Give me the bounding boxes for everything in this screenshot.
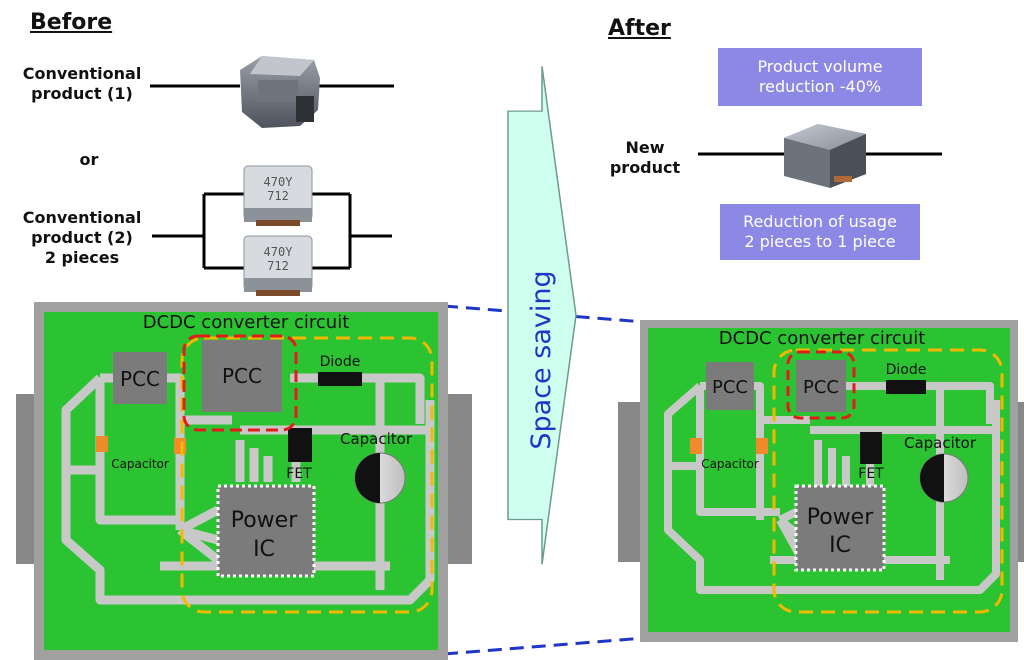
before-fet: FET (286, 428, 312, 482)
before-pcc-small: PCC (113, 352, 167, 404)
after-power-ic-line-2: IC (829, 533, 851, 558)
after-capacitor-small-label: Capacitor (701, 457, 759, 471)
before-capacitor-label: Capacitor (340, 430, 413, 448)
svg-text:712: 712 (267, 259, 289, 273)
after-pcc-small: PCC (706, 362, 754, 410)
conventional-product-1-label: Conventional product (1) (14, 64, 150, 104)
conventional-1-line-2: product (1) (31, 84, 133, 103)
before-power-ic-line-1: Power (231, 508, 298, 533)
after-circuit-title: DCDC converter circuit (719, 328, 926, 349)
usage-reduction-box: Reduction of usage 2 pieces to 1 piece (720, 204, 920, 260)
conventional-product-1 (150, 56, 394, 128)
after-red-highlight (786, 350, 856, 420)
conventional-2-line-3: 2 pieces (44, 248, 120, 267)
before-capacitor-large: Capacitor (340, 430, 413, 504)
conventional-product-2: 470Y 712 470Y 712 (152, 165, 392, 296)
usage-line-1: Reduction of usage (743, 212, 897, 231)
conventional-product-2-label: Conventional product (2) 2 pieces (12, 208, 152, 268)
svg-text:470Y: 470Y (264, 245, 294, 259)
before-pcc-small-label: PCC (120, 367, 160, 391)
after-capacitor-label: Capacitor (904, 434, 977, 452)
after-orange-highlight (772, 348, 1004, 614)
after-capacitor-large: Capacitor (904, 434, 977, 503)
new-product-label: New product (600, 138, 690, 178)
new-product-line-1: New (625, 138, 665, 157)
after-pcc-new-label: PCC (803, 377, 839, 398)
before-circuit-title: DCDC converter circuit (143, 312, 350, 333)
before-capacitor-small: Capacitor (96, 436, 186, 471)
before-heading: Before (30, 10, 113, 35)
svg-text:470Y: 470Y (264, 175, 294, 189)
before-diode-label: Diode (320, 354, 361, 370)
after-fet: FET (858, 432, 884, 482)
before-pcc-large-label: PCC (222, 364, 262, 388)
before-power-ic-line-2: IC (253, 537, 275, 562)
before-pcc-large: PCC (202, 340, 282, 412)
before-orange-highlight (180, 336, 434, 614)
conventional-1-line-1: Conventional (22, 64, 142, 83)
after-pcc-small-label: PCC (712, 377, 748, 398)
after-heading: After (608, 16, 671, 41)
before-diode: Diode (318, 354, 362, 386)
space-saving-arrow: Space saving (507, 66, 577, 565)
volume-reduction-box: Product volume reduction -40% (718, 48, 922, 106)
svg-text:712: 712 (267, 189, 289, 203)
before-fet-label: FET (286, 466, 312, 482)
conventional-2-line-2: product (2) (31, 228, 133, 247)
after-capacitor-small: Capacitor (690, 438, 768, 471)
inductor-icon (240, 56, 320, 128)
usage-line-2: 2 pieces to 1 piece (744, 232, 896, 251)
after-power-ic: Power IC (794, 484, 886, 572)
after-circuit-board: PCC PCC Diode FET Capacitor (618, 320, 1024, 642)
inductor-upper-icon: 470Y 712 (243, 165, 313, 226)
new-product (698, 124, 942, 188)
before-red-highlight (182, 334, 298, 432)
volume-line-1: Product volume (757, 57, 883, 76)
conventional-2-line-1: Conventional (22, 208, 142, 227)
new-product-line-2: product (609, 158, 681, 177)
space-saving-label: Space saving (526, 270, 557, 449)
before-circuit-board: PCC PCC Diode FET Capacitor (16, 302, 472, 660)
after-diode: Diode (886, 362, 927, 394)
inductor-lower-icon: 470Y 712 (243, 235, 313, 296)
volume-line-2: reduction -40% (758, 77, 882, 96)
after-power-ic-line-1: Power (807, 505, 874, 530)
after-pcc-new: PCC (796, 360, 846, 412)
before-capacitor-small-label: Capacitor (111, 457, 169, 471)
or-label: or (79, 150, 99, 169)
new-inductor-icon (784, 124, 866, 188)
after-diode-label: Diode (886, 362, 927, 378)
after-fet-label: FET (858, 466, 884, 482)
before-power-ic: Power IC (216, 484, 316, 578)
